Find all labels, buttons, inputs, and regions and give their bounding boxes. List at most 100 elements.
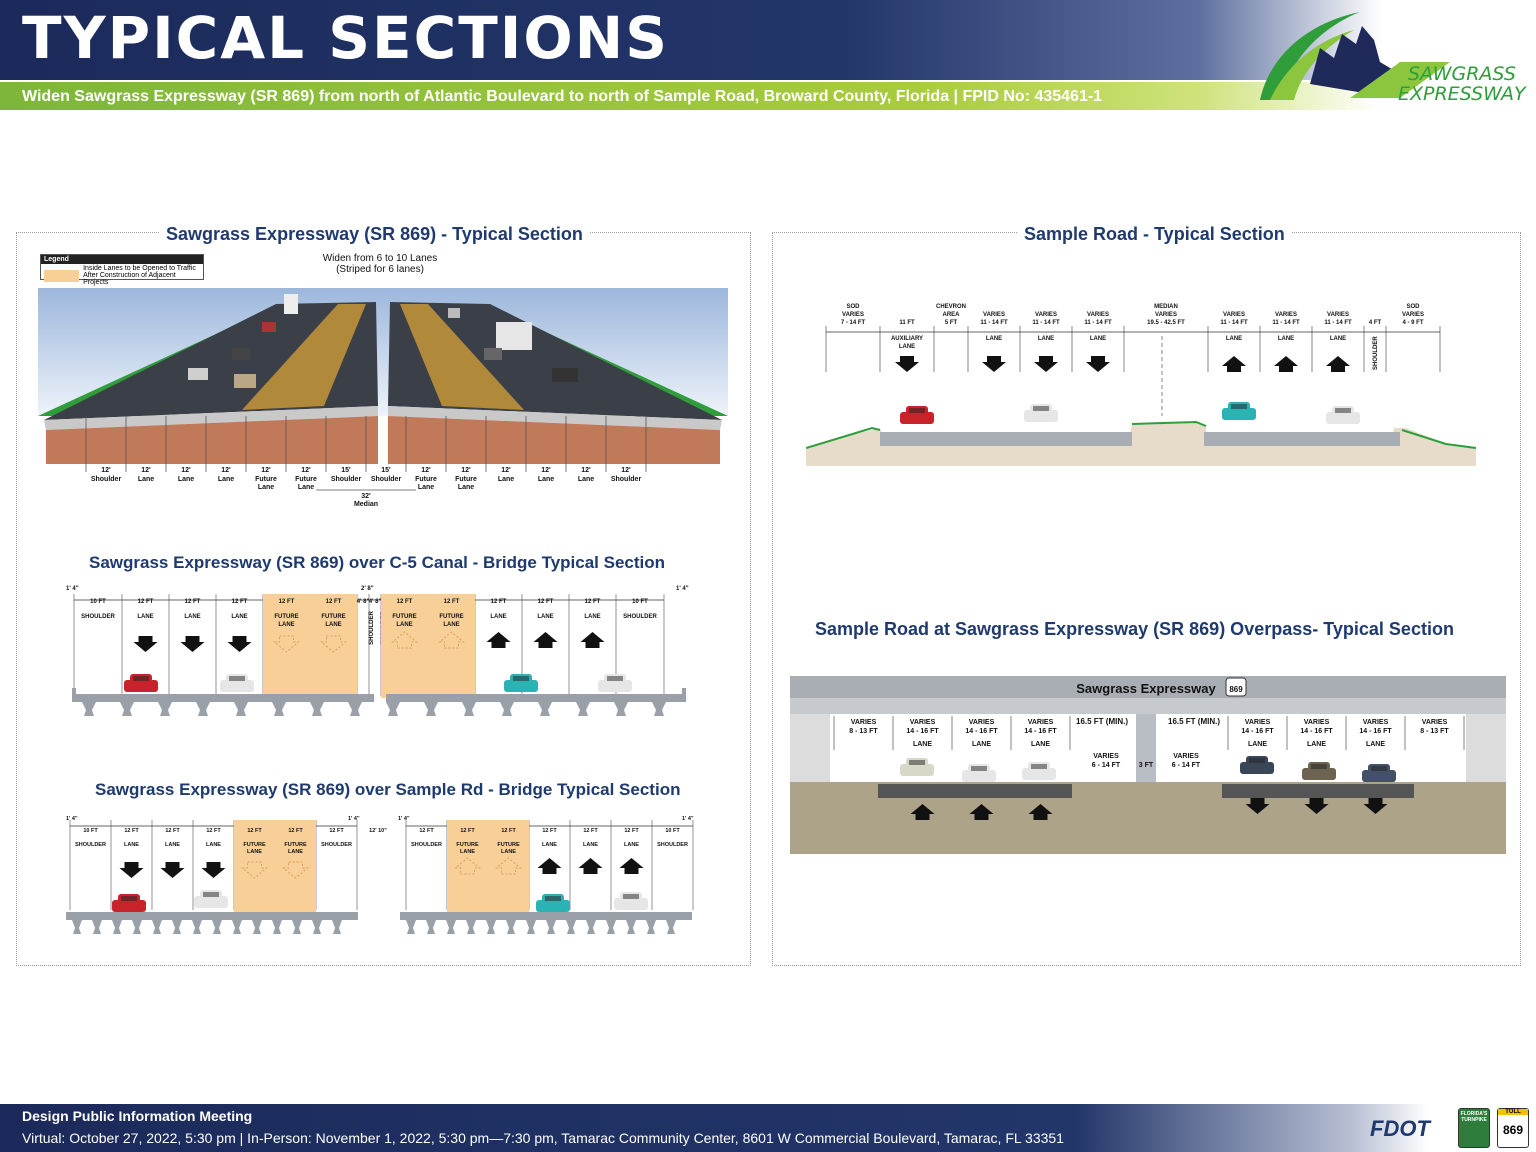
arrow-down-icon [895, 356, 919, 372]
median-right-1: VARIES [1173, 753, 1199, 760]
lane-label: FUTURE [284, 842, 307, 848]
lane-label: LANE [584, 614, 600, 620]
lane-width: 10 FT [83, 828, 98, 834]
dim-label: Lane [418, 484, 434, 491]
lane-label: FUTURE [243, 842, 266, 848]
dim-line-3: 11 - 14 FT [1084, 320, 1112, 326]
girder [196, 702, 210, 716]
girder [272, 702, 286, 716]
legend: Legend Inside Lanes to be Opened to Traf… [40, 254, 204, 286]
girder [348, 702, 362, 716]
bridge1-edge-left: 1' 4" [66, 586, 79, 592]
dim-line-2: VARIES [1275, 312, 1297, 318]
left-panel-title: Sawgrass Expressway (SR 869) - Typical S… [160, 224, 589, 245]
overpass-deck [790, 676, 1506, 698]
dim-label: Shoulder [331, 476, 362, 483]
dim-label: Lane [218, 476, 234, 483]
arrow-up-icon [1222, 356, 1246, 372]
toll-869-badge: TOLL 869 [1497, 1108, 1529, 1148]
girder [606, 920, 616, 934]
header: TYPICAL SECTIONS Widen Sawgrass Expressw… [0, 0, 1536, 112]
bridge2-edge-mid: 1' 4" [348, 816, 360, 822]
clearance-left: 16.5 FT (MIN.) [1076, 717, 1128, 726]
dim-label: Lane [578, 476, 594, 483]
future-lane-fill [428, 594, 475, 698]
dim-label: Future [455, 476, 477, 483]
arrow-up-icon [1274, 356, 1298, 372]
lane-label: LANE [537, 614, 553, 620]
lane-label: SHOULDER [321, 842, 352, 848]
pier-width: 3 FT [1139, 762, 1154, 769]
logo-text-2: EXPRESSWAY [1398, 83, 1527, 105]
roadway-left [878, 784, 1072, 798]
dim-line-3: 11 FT [899, 320, 915, 326]
lane-label: LANE [1226, 336, 1242, 342]
lane-label: FUTURE [274, 614, 298, 620]
dim-width: 12' [141, 467, 151, 474]
bridge1-gap: 2' 8" [361, 586, 374, 592]
dim-label: Shoulder [371, 476, 402, 483]
bridge1-title: Sawgrass Expressway (SR 869) over C-5 Ca… [89, 553, 666, 572]
legend-swatch [44, 269, 80, 282]
dim-line-3: 7 - 14 FT [841, 320, 866, 326]
dim-line-1: MEDIAN [1154, 304, 1178, 310]
roadway-left [880, 432, 1132, 446]
dim-width: 12' [501, 467, 511, 474]
girder [152, 920, 162, 934]
main-dimension-labels: 12' Shoulder 12' Lane 12' Lane 12' Lane 12' Futur… [85, 416, 647, 508]
lane-label: LANE [913, 741, 932, 748]
dim-line-1: VARIES [910, 719, 936, 726]
dim-line-2: VARIES [842, 312, 864, 318]
dim-width: 12' [101, 467, 111, 474]
lane-label: LANE [206, 842, 221, 848]
lane-width: 12 FT [419, 828, 434, 834]
lane-width: 10 FT [90, 599, 106, 605]
lane-label: LANE [490, 614, 506, 620]
future-lane-fill [381, 594, 428, 698]
dim-line-2: VARIES [1327, 312, 1349, 318]
lane-width: 12 FT [329, 828, 344, 834]
dim-line-2: VARIES [1087, 312, 1109, 318]
arrow-down-icon [160, 862, 185, 878]
lane-label: LANE [1307, 741, 1326, 748]
dim-label: Lane [178, 476, 194, 483]
dim-width: 12' [461, 467, 471, 474]
arrow-up-icon [454, 857, 481, 875]
bridge-deck [72, 694, 374, 702]
dim-label: Shoulder [91, 476, 122, 483]
dim-width: 15' [341, 467, 351, 474]
lane-width: 12 FT [491, 599, 507, 605]
car-icon [504, 680, 538, 692]
lane-label: SHOULDER [623, 614, 657, 620]
dim-line-2: 14 - 16 FT [965, 728, 998, 735]
roadway-right [1222, 784, 1414, 798]
median-label: Median [354, 501, 378, 508]
overpass-beam [790, 698, 1506, 714]
dim-width: 12' [261, 467, 271, 474]
lane-width: 10 FT [632, 599, 648, 605]
future-lane-fill [234, 820, 275, 916]
arrow-down-icon [1086, 356, 1110, 372]
arrow-down-icon [320, 635, 347, 653]
lane-width: 12 FT [326, 599, 342, 605]
lane-label: LANE [443, 622, 459, 628]
lane-width: 12 FT [501, 828, 516, 834]
overpass-shield-number: 869 [1229, 685, 1243, 694]
median-left-1: VARIES [1093, 753, 1119, 760]
dim-line-2: 14 - 16 FT [1241, 728, 1274, 735]
roadway-right [1204, 432, 1400, 446]
widen-note: Widen from 6 to 10 Lanes (Striped for 6 … [300, 253, 460, 275]
future-lane-fill [447, 820, 488, 916]
page-subtitle: Widen Sawgrass Expressway (SR 869) from … [22, 88, 1103, 105]
bridge2-gap: 12' 10" [369, 828, 387, 834]
girder [312, 920, 322, 934]
render-cars [188, 294, 578, 388]
dim-label: Lane [498, 476, 514, 483]
girder [272, 920, 282, 934]
lane-label: FUTURE [497, 842, 520, 848]
lane-label: LANE [165, 842, 180, 848]
clearance-right: 16.5 FT (MIN.) [1168, 717, 1220, 726]
dim-label: Lane [298, 484, 314, 491]
arrow-down-icon [982, 356, 1006, 372]
